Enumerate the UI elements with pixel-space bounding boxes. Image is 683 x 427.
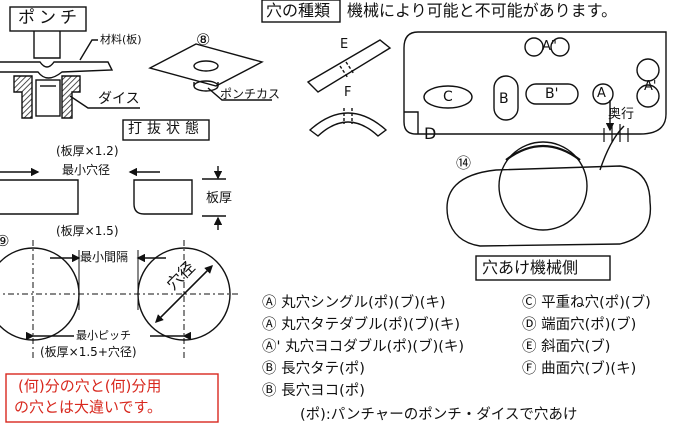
operator-body [446, 165, 652, 247]
section-left [0, 179, 79, 215]
material-label: 材料(板) [100, 33, 142, 46]
title-rest-text: 機械により可能と不可能があります。 [347, 1, 618, 20]
hole-types-drawing [261, 0, 667, 281]
number-9: ⑨ [0, 232, 10, 250]
punch-label: ポンチ [18, 8, 81, 28]
material-leader [79, 39, 98, 61]
number-14: ⑭ [456, 154, 472, 172]
title-box [261, 0, 341, 23]
label-b-prime: B' [545, 86, 559, 102]
legend-item: Ⓐ 丸穴シングル(ポ)(ブ)(キ) [262, 295, 446, 311]
legend-item: Ⓕ 曲面穴(ブ)(キ) [522, 361, 637, 377]
legend-item: Ⓒ 平重ね穴(ポ)(ブ) [522, 295, 651, 311]
note-line-1: (何)分の穴と(何)分用 [18, 377, 162, 395]
die-label: ダイス [98, 91, 140, 107]
hole-a [592, 83, 614, 105]
punch-die-drawing [0, 6, 272, 423]
legend-item: Ⓐ 丸穴タテダブル(ポ)(ブ)(キ) [262, 317, 461, 333]
machine-side-label: 穴あけ機械側 [482, 258, 579, 277]
section-right [133, 179, 193, 215]
operator-arm [599, 125, 625, 171]
number-8: ⑧ [196, 30, 211, 49]
scrap-leader [207, 87, 272, 101]
legend-item: Ⓓ 端面穴(ポ)(ブ) [522, 317, 637, 333]
min-interval-label: 最小間隔 [80, 250, 129, 264]
label-a-double: A" [542, 39, 557, 54]
thickness-1-2: (板厚×1.2) [56, 144, 119, 158]
machine-side-box [475, 255, 611, 281]
state-label: 打抜状態 [128, 121, 204, 137]
hole-b2 [525, 83, 579, 105]
label-f: F [344, 85, 352, 100]
punch-title-box [9, 6, 87, 32]
thickness-1-5: (板厚×1.5) [56, 224, 119, 238]
note-line-2: の穴とは大違いです。 [14, 398, 163, 416]
legend-item: Ⓑ 長穴ヨコ(ポ) [262, 383, 365, 399]
label-d: D [424, 124, 437, 143]
label-c: C [443, 89, 453, 105]
label-e: E [340, 37, 349, 52]
work-panel [403, 31, 667, 135]
hole-b [493, 75, 519, 121]
min-hole-dia-label: 最小穴径 [62, 163, 111, 177]
thickness-label: 板厚 [206, 191, 233, 206]
plate-piece [148, 43, 264, 87]
legend-item: Ⓔ 斜面穴(ブ) [522, 339, 611, 355]
note-box [5, 373, 219, 423]
hole-a1-bottom [636, 84, 660, 108]
die-leader [69, 95, 140, 109]
end-hole-d [404, 111, 419, 134]
label-a-prime: A' [644, 79, 657, 94]
operator-head [498, 141, 588, 231]
min-pitch-label: 最小ピッチ [76, 329, 131, 342]
pitch-formula: (板厚×1.5+穴径) [40, 345, 137, 359]
label-a: A [597, 86, 606, 101]
title-boxed-text: 穴の種類 [266, 1, 331, 20]
state-box [122, 119, 210, 141]
legend-item: Ⓑ 長穴タテ(ポ) [262, 361, 365, 377]
punch-scrap-label: ポンチカス [220, 87, 281, 101]
legend-footnote: (ポ):パンチャーのポンチ・ダイスで穴あけ [300, 407, 578, 423]
die-left [13, 75, 33, 119]
material-plate [0, 61, 114, 79]
punch-shaft [33, 31, 61, 59]
curve-part-f [308, 112, 388, 137]
depth-label: 奥行 [608, 107, 635, 122]
die-hole [35, 79, 61, 117]
hole-c [423, 85, 473, 109]
slant-part-e [306, 39, 392, 93]
label-b: B [499, 91, 509, 107]
legend-item: Ⓐ' 丸穴ヨコダブル(ポ)(ブ)(キ) [262, 339, 465, 355]
hole-a1-top [636, 58, 660, 82]
